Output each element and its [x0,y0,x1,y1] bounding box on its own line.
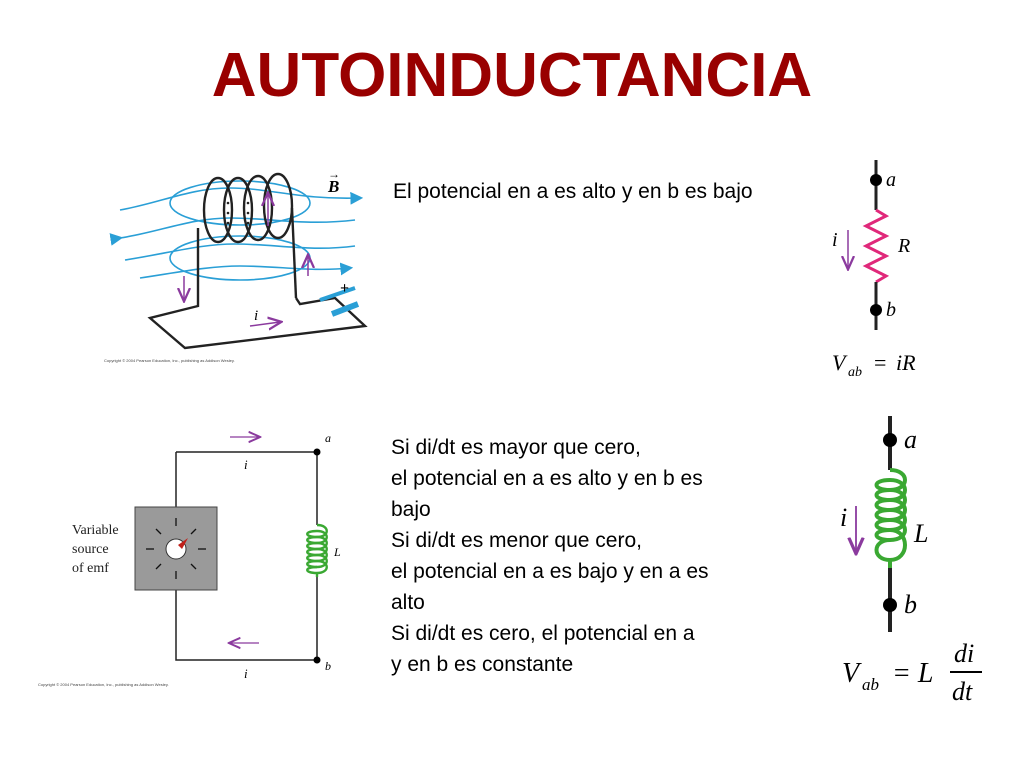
field-dots [226,201,250,225]
field-label: B [327,177,339,196]
formula-eq: = L [892,658,933,689]
battery-plus: + [340,280,349,297]
page-title: AUTOINDUCTANCIA [211,41,813,110]
resistor-figure: a b R i V ab = iR [832,160,916,380]
current-label: i [254,308,258,324]
inductor-icon [306,523,328,577]
source-label-line: Variable [72,523,119,538]
vector-arrow-icon: → [328,167,340,181]
text-line: el potencial en a es alto y en b es [391,467,703,490]
node-b-dot [313,656,321,664]
formula-lhs: V [842,658,862,689]
current-arrows [184,194,308,326]
text-line: Si di/dt es menor que cero, [391,529,642,552]
current-label: i [840,503,847,532]
text-line: Si di/dt es cero, el potencial en a [391,622,695,645]
top-description: El potencial en a es alto y en b es bajo [393,180,753,203]
field-lines [109,180,364,281]
bottom-description: Si di/dt es mayor que cero, el potencial… [391,432,801,680]
coil-figure: + i B → Copyright © 2004 Pearson Educati… [104,167,368,363]
node-b-label: b [325,659,331,673]
element-label: L [913,519,928,548]
inductor-label: L [333,545,341,559]
node-a-label: a [904,425,917,454]
node-b-dot [883,598,897,612]
resistor-icon [862,208,890,284]
formula-rhs: iR [896,350,916,375]
node-a-label: a [325,431,331,445]
circuit-figure: a b L i i Variable source of emf Copyrig… [38,425,341,687]
node-b-dot [870,304,882,316]
formula-num: di [954,639,974,668]
gauge-icon [146,518,206,579]
copyright: Copyright © 2004 Pearson Education, Inc.… [104,358,235,363]
inductor-figure: a b L i V ab = L di dt [840,416,982,706]
node-a-dot [883,433,897,447]
coil [196,172,298,299]
text-line: y en b es constante [391,653,574,676]
element-label: R [897,235,910,257]
formula-sub: ab [848,365,862,380]
source-label-line: of emf [72,561,109,576]
node-b-label: b [886,299,896,321]
node-a-dot [313,448,321,456]
text-line: Si di/dt es mayor que cero, [391,436,641,459]
node-b-label: b [904,590,917,619]
node-a-dot [870,174,882,186]
current-label: i [832,229,838,251]
formula-den: dt [952,677,973,706]
node-a-label: a [886,169,896,191]
circuit-wire [147,296,368,350]
battery-icon [319,286,360,317]
formula-sub: ab [862,675,879,694]
formula-lhs: V [832,350,848,375]
text-line: el potencial en a es bajo y en a es [391,560,709,583]
text-line: bajo [391,498,431,521]
text-line: alto [391,591,425,614]
source-label-line: source [72,542,109,557]
current-bottom-label: i [244,666,248,681]
formula-eq: = [874,350,886,375]
inductor-icon [874,468,907,568]
dial-needle [178,538,188,549]
current-top-label: i [244,457,248,472]
copyright: Copyright © 2004 Pearson Education, Inc.… [38,682,169,687]
